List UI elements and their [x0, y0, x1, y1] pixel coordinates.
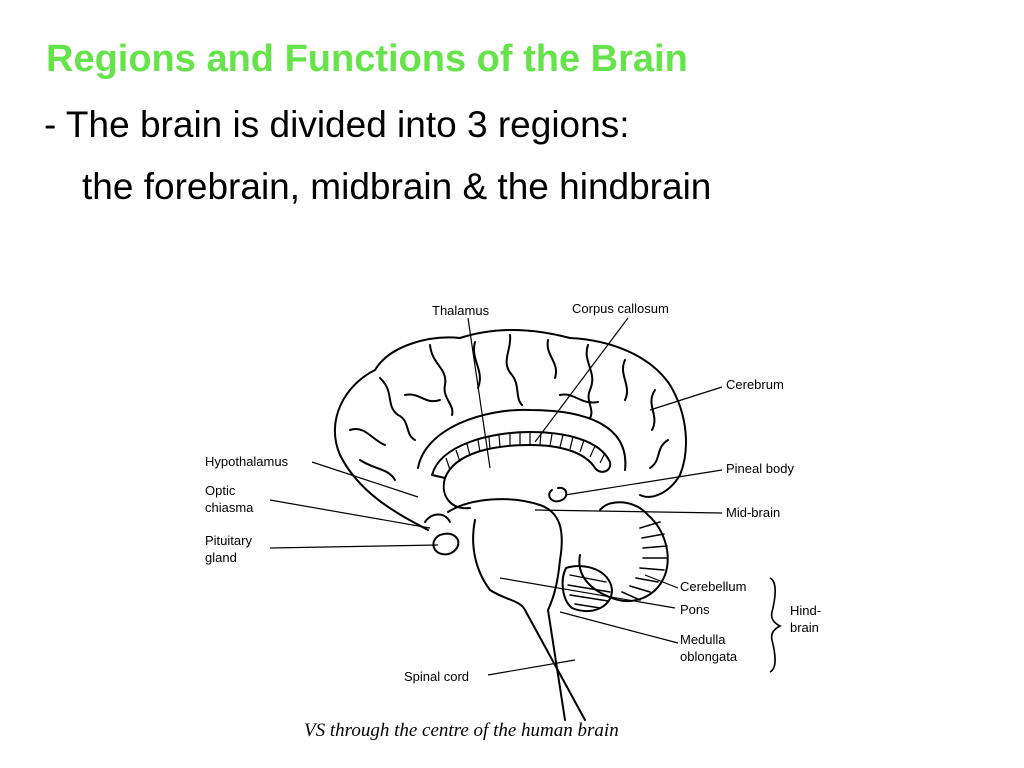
label-brain: brain — [790, 620, 819, 635]
bullet-line-1: - The brain is divided into 3 regions: — [44, 104, 630, 145]
bullet-line-2: the forebrain, midbrain & the hindbrain — [82, 166, 712, 207]
label-cerebellum: Cerebellum — [680, 579, 747, 594]
label-spinal-cord: Spinal cord — [404, 669, 470, 684]
label-medulla: Medulla — [680, 632, 726, 647]
label-pituitary: Pituitary — [205, 533, 252, 548]
leader-lines — [269, 317, 723, 676]
pons — [561, 565, 613, 613]
corpus-callosum — [431, 431, 612, 479]
cerebellum-outline — [578, 501, 669, 602]
label-cerebrum: Cerebrum — [726, 377, 784, 392]
label-pons: Pons — [680, 602, 710, 617]
label-pineal-body: Pineal body — [726, 461, 794, 476]
label-corpus-callosum: Corpus callosum — [572, 301, 669, 316]
slide-title: Regions and Functions of the Brain — [46, 38, 688, 80]
pituitary-gland — [432, 532, 460, 556]
corpus-callosum-hatch — [445, 432, 606, 471]
label-optic: Optic — [205, 483, 236, 498]
label-hind: Hind- — [790, 603, 822, 618]
diagram-caption: VS through the centre of the human brain — [304, 720, 619, 741]
label-oblongata: oblongata — [680, 649, 738, 664]
hindbrain-brace — [769, 577, 782, 673]
thalamus-brainstem — [447, 498, 566, 721]
label-mid-brain: Mid-brain — [726, 505, 781, 520]
label-thalamus: Thalamus — [432, 303, 490, 318]
label-chiasma: chiasma — [205, 500, 254, 515]
cerebellum-folds — [621, 521, 668, 601]
label-hypothalamus: Hypothalamus — [205, 454, 289, 469]
cerebrum-outline — [334, 329, 687, 531]
label-gland: gland — [205, 550, 237, 565]
pineal-body — [548, 486, 568, 503]
